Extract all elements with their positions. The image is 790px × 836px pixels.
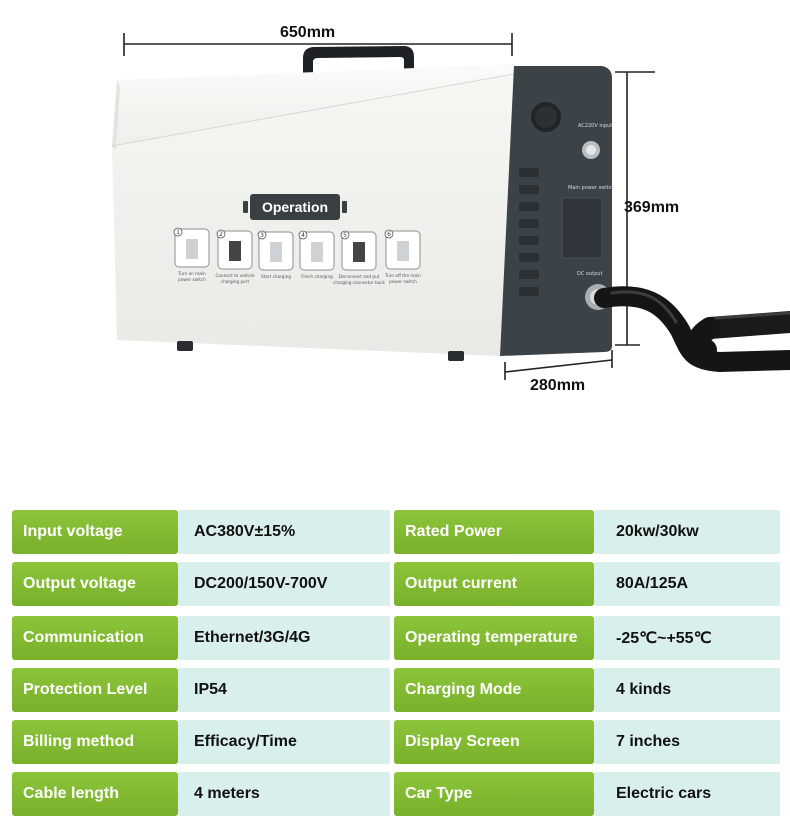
spec-label: Communication	[12, 616, 178, 660]
dc-output-caption: DC output	[577, 271, 602, 277]
ac-input-caption: AC220V input	[578, 123, 612, 129]
step-glyph-icon	[229, 241, 241, 261]
step-number: 4	[301, 232, 305, 239]
main-switch-box	[561, 197, 603, 259]
spec-value: Ethernet/3G/4G	[178, 616, 390, 660]
step-glyph-icon	[353, 242, 365, 262]
spec-value: -25℃~+55℃	[594, 616, 780, 660]
spec-value: 20kw/30kw	[594, 510, 780, 554]
side-vents	[519, 168, 539, 296]
step-caption: Turn on main	[177, 271, 206, 276]
step-glyph-icon	[311, 242, 323, 262]
step-caption: Turn off the main	[384, 273, 421, 278]
spec-value: 4 kinds	[594, 668, 780, 712]
step-caption: Start charging	[261, 274, 291, 279]
spec-label: Car Type	[394, 772, 594, 816]
step-caption: charging connector back	[333, 280, 385, 285]
step-number: 1	[176, 229, 180, 236]
foot-left	[177, 341, 193, 351]
spec-label: Display Screen	[394, 720, 594, 764]
charger-drawing: AC220V input Main power switch DC output…	[111, 33, 790, 380]
spec-label: Protection Level	[12, 668, 178, 712]
step-caption: Disconnect and put	[339, 274, 380, 279]
spec-value: 80A/125A	[594, 562, 780, 606]
carry-handle	[303, 46, 414, 78]
body-top	[112, 64, 514, 146]
spec-label: Input voltage	[12, 510, 178, 554]
depth-dimension-label: 280mm	[530, 377, 586, 394]
spec-label: Billing method	[12, 720, 178, 764]
spec-value: AC380V±15%	[178, 510, 390, 554]
step-number: 5	[343, 232, 347, 239]
step-number: 6	[387, 231, 391, 238]
spec-label: Output current	[394, 562, 594, 606]
step-caption: charging port	[221, 279, 250, 284]
step-glyph-icon	[397, 241, 409, 261]
depth-dimension-line	[504, 350, 613, 380]
operation-title: Operation	[262, 199, 328, 215]
spec-label: Rated Power	[394, 510, 594, 554]
width-dimension-line	[123, 33, 513, 56]
operation-badge: Operation	[243, 194, 347, 220]
spec-value: Electric cars	[594, 772, 780, 816]
step-caption: power switch	[178, 277, 206, 282]
main-switch-caption: Main power switch	[568, 185, 615, 191]
step-glyph-icon	[186, 239, 198, 259]
spec-value: DC200/150V-700V	[178, 562, 390, 606]
charging-cable	[594, 286, 790, 373]
spec-label: Operating temperature	[394, 616, 594, 660]
step-glyph-icon	[270, 242, 282, 262]
step-number: 2	[219, 231, 223, 238]
height-dimension-label: 369mm	[624, 199, 680, 216]
spec-value: Efficacy/Time	[178, 720, 390, 764]
width-dimension-label: 650mm	[280, 24, 336, 41]
side-panel	[500, 66, 612, 356]
foot-right	[448, 351, 464, 361]
spec-value: 7 inches	[594, 720, 780, 764]
step-caption: Finish charging	[301, 274, 333, 279]
spec-label: Output voltage	[12, 562, 178, 606]
product-illustration: AC220V input Main power switch DC output…	[111, 24, 790, 394]
step-number: 3	[260, 232, 264, 239]
spec-label: Charging Mode	[394, 668, 594, 712]
spec-label: Cable length	[12, 772, 178, 816]
step-caption: power switch	[389, 279, 417, 284]
spec-value: 4 meters	[178, 772, 390, 816]
step-caption: Connect to vehicle	[215, 273, 255, 278]
spec-value: IP54	[178, 668, 390, 712]
